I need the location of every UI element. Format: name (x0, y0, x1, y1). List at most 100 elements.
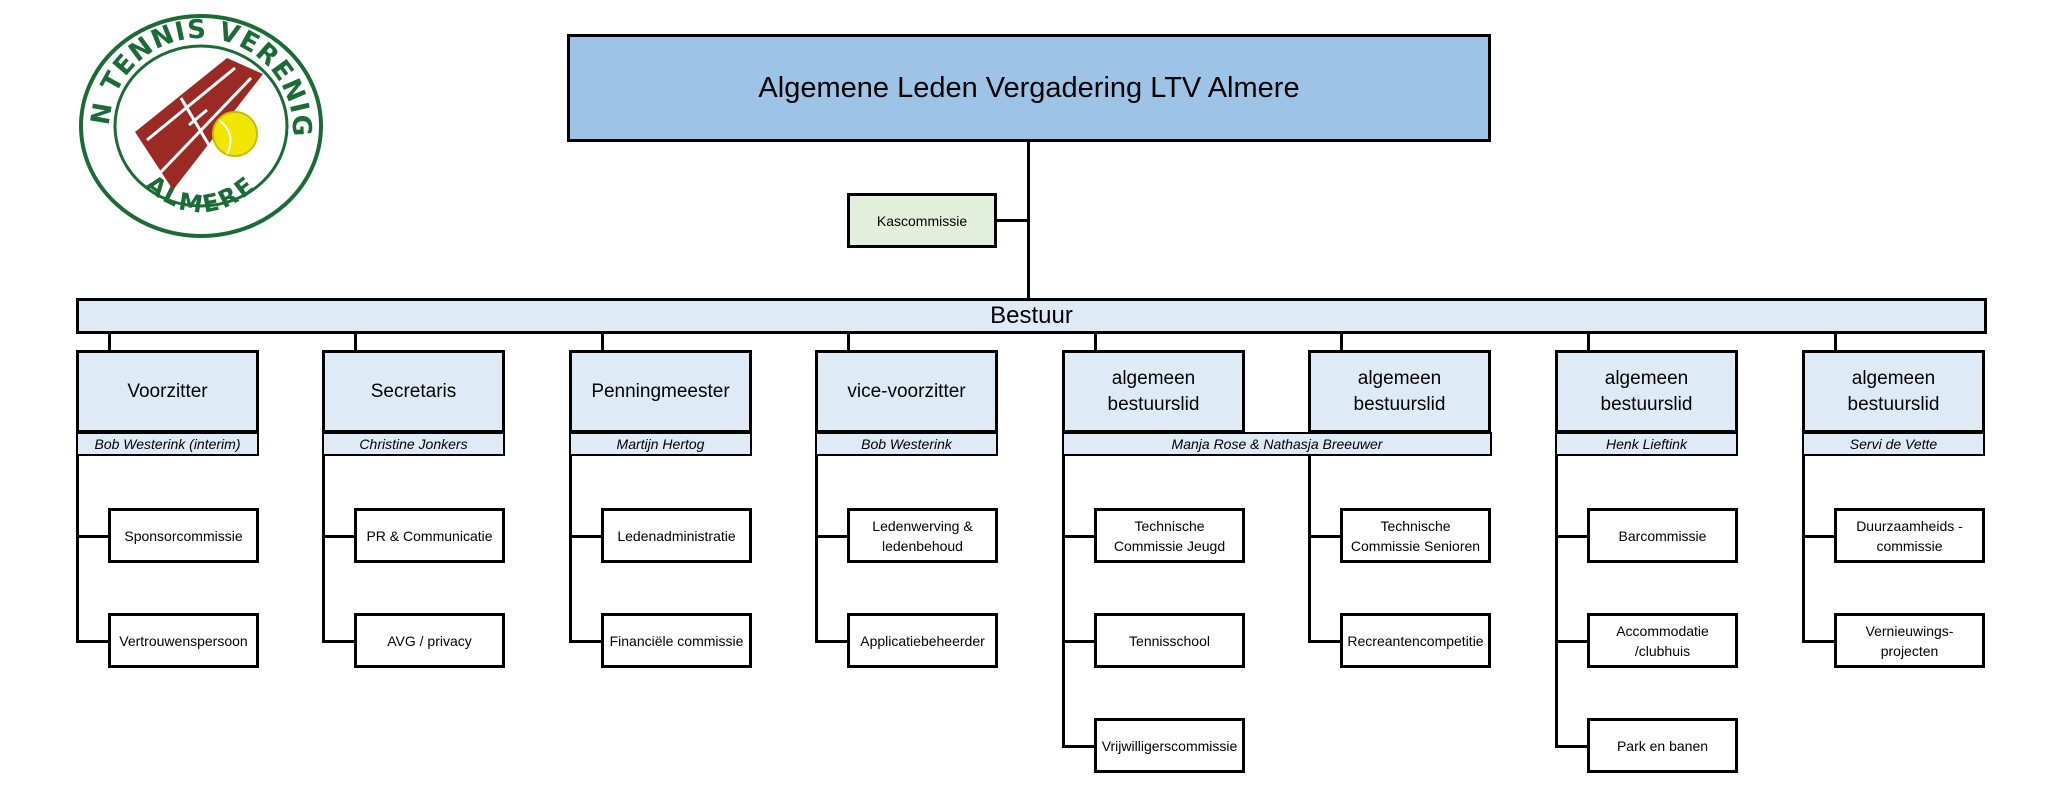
person-box: Christine Jonkers (322, 432, 505, 456)
role-box: vice-voorzitter (815, 350, 998, 433)
person-label: Henk Lieftink (1606, 436, 1687, 452)
committee-label: Technische Commissie Jeugd (1113, 517, 1226, 554)
connector-line (569, 535, 602, 538)
committee-box: AVG / privacy (354, 613, 505, 668)
connector-line (1094, 334, 1097, 351)
committee-box: Applicatiebeheerder (847, 613, 998, 668)
ltv-almere-logo: LAWN TENNIS VERENIGING ALMERE (77, 12, 323, 238)
person-label: Servi de Vette (1849, 436, 1938, 452)
role-box: algemeen bestuurslid (1062, 350, 1245, 433)
committee-label: PR & Communicatie (366, 527, 493, 544)
committee-label: Duurzaamheids - commissie (1856, 517, 1963, 554)
connector-line (1555, 535, 1588, 538)
committee-label: Vrijwilligerscommissie (1101, 737, 1238, 754)
connector-line (76, 640, 109, 643)
connector-line (569, 640, 602, 643)
general-assembly-box: Algemene Leden Vergadering LTV Almere (567, 34, 1491, 142)
committee-label: Vernieuwings- projecten (1865, 622, 1954, 659)
committee-box: Sponsorcommissie (108, 508, 259, 563)
committee-box: Tennisschool (1094, 613, 1245, 668)
role-label: Penningmeester (591, 380, 730, 402)
committee-box: Duurzaamheids - commissie (1834, 508, 1985, 563)
committee-box: Ledenadministratie (601, 508, 752, 563)
committee-box: Financiële commissie (601, 613, 752, 668)
connector-line (815, 535, 848, 538)
committee-box: Accommodatie /clubhuis (1587, 613, 1738, 668)
person-box: Servi de Vette (1802, 432, 1985, 456)
committee-box: Vertrouwenspersoon (108, 613, 259, 668)
connector-line (1308, 640, 1341, 643)
person-label: Manja Rose & Nathasja Breeuwer (1171, 436, 1383, 452)
role-label: Secretaris (370, 380, 457, 402)
role-label: algemeen bestuurslid (1107, 367, 1200, 415)
connector-line (1555, 456, 1558, 747)
role-box: Secretaris (322, 350, 505, 433)
person-box: Martijn Hertog (569, 432, 752, 456)
role-label: algemeen bestuurslid (1600, 367, 1693, 415)
committee-label: Applicatiebeheerder (860, 632, 985, 649)
connector-line (1802, 456, 1805, 642)
committee-label: Vertrouwenspersoon (119, 632, 248, 649)
committee-label: Tennisschool (1129, 632, 1210, 649)
committee-label: Ledenwerving & ledenbehoud (872, 517, 973, 554)
role-box: Voorzitter (76, 350, 259, 433)
connector-line (1308, 456, 1311, 642)
kascommissie-box: Kascommissie (847, 193, 997, 248)
role-label: Voorzitter (127, 380, 208, 402)
committee-label: Barcommissie (1618, 527, 1707, 544)
role-label: algemeen bestuurslid (1847, 367, 1940, 415)
person-box: Bob Westerink (interim) (76, 432, 259, 456)
connector-line (322, 535, 355, 538)
connector-line (815, 456, 818, 642)
committee-box: Ledenwerving & ledenbehoud (847, 508, 998, 563)
connector-line (847, 334, 850, 351)
committee-box: Vrijwilligerscommissie (1094, 718, 1245, 773)
person-label: Christine Jonkers (359, 436, 468, 452)
connector-line (601, 334, 604, 351)
committee-box: PR & Communicatie (354, 508, 505, 563)
committee-label: Ledenadministratie (617, 527, 736, 544)
connector-line (1587, 334, 1590, 351)
role-box: algemeen bestuurslid (1308, 350, 1491, 433)
general-assembly-title: Algemene Leden Vergadering LTV Almere (758, 71, 1300, 104)
connector-line (76, 535, 109, 538)
person-label: Martijn Hertog (616, 436, 705, 452)
committee-label: Accommodatie /clubhuis (1616, 622, 1709, 659)
connector-line (1062, 535, 1095, 538)
role-box: algemeen bestuurslid (1802, 350, 1985, 433)
person-label: Bob Westerink (interim) (94, 436, 241, 452)
connector-line (354, 334, 357, 351)
connector-line (108, 334, 111, 351)
committee-box: Recreantencompetitie (1340, 613, 1491, 668)
connector-line (1340, 334, 1343, 351)
committee-label: Sponsorcommissie (124, 527, 243, 544)
kascommissie-label: Kascommissie (876, 212, 968, 229)
connector-line (1062, 640, 1095, 643)
person-box: Henk Lieftink (1555, 432, 1738, 456)
connector-line (1062, 745, 1095, 748)
connector-line (1062, 456, 1065, 747)
committee-label: Technische Commissie Senioren (1350, 517, 1481, 554)
committee-label: Park en banen (1616, 737, 1709, 754)
connector-line (815, 640, 848, 643)
connector-line (1834, 334, 1837, 351)
connector-line (1802, 535, 1835, 538)
committee-label: AVG / privacy (387, 632, 472, 649)
connector-line (1555, 745, 1588, 748)
connector-line (322, 456, 325, 642)
committee-label: Financiële commissie (609, 632, 744, 649)
role-box: algemeen bestuurslid (1555, 350, 1738, 433)
role-box: Penningmeester (569, 350, 752, 433)
committee-box: Barcommissie (1587, 508, 1738, 563)
bestuur-label: Bestuur (990, 302, 1073, 329)
role-label: vice-voorzitter (847, 380, 966, 402)
role-label: algemeen bestuurslid (1353, 367, 1446, 415)
committee-box: Technische Commissie Senioren (1340, 508, 1491, 563)
person-box: Manja Rose & Nathasja Breeuwer (1062, 432, 1492, 456)
person-label: Bob Westerink (861, 436, 952, 452)
connector-line (76, 456, 79, 642)
connector-line (569, 456, 572, 642)
connector-line (997, 219, 1029, 222)
connector-line (1308, 535, 1341, 538)
committee-box: Technische Commissie Jeugd (1094, 508, 1245, 563)
